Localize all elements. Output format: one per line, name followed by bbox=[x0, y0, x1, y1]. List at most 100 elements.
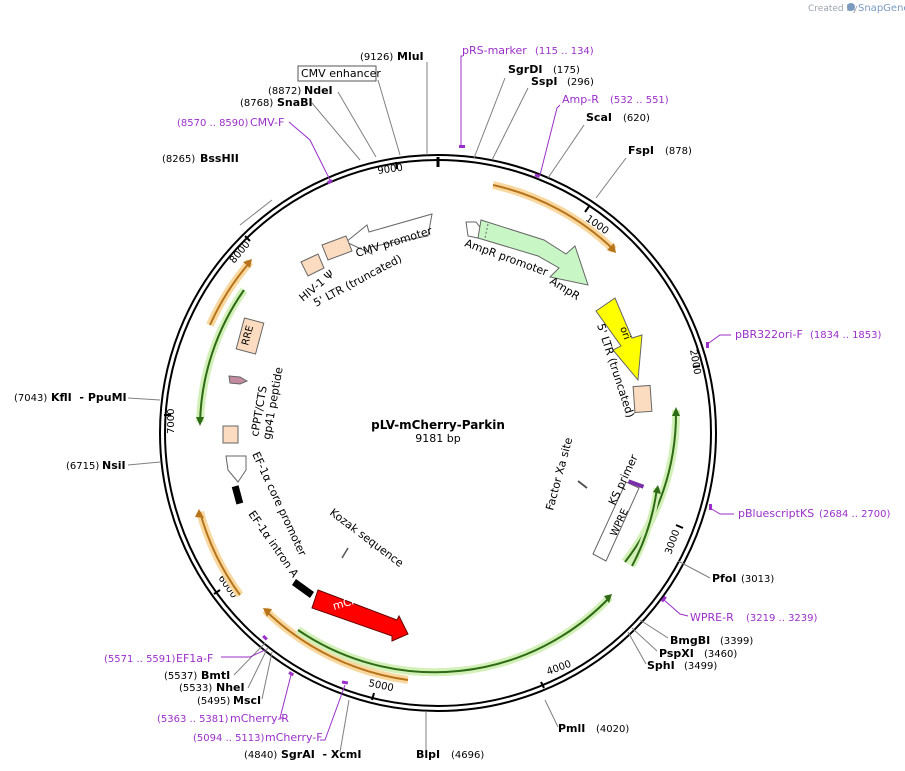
ef1a-core-arrow bbox=[225, 455, 247, 483]
tick-6000 bbox=[213, 589, 221, 595]
site-pos-sspi: (296) bbox=[567, 77, 594, 88]
primer-bar-cmv-f bbox=[326, 179, 333, 185]
tick-4000 bbox=[540, 681, 545, 689]
primer-labels: pRS-marker (115 .. 134) Amp-R (532 .. 55… bbox=[104, 44, 891, 744]
primer-name-amp-r: Amp-R bbox=[562, 93, 599, 106]
cmv-enhancer-box bbox=[297, 65, 377, 82]
primer-name-mcherry-r: mCherry-R bbox=[230, 712, 289, 725]
kozak-label: Kozak sequence bbox=[327, 506, 406, 570]
cppt-box bbox=[222, 425, 239, 444]
site-pos-snabi: (8768) bbox=[240, 98, 273, 109]
site-name-mlui: MluI bbox=[397, 50, 424, 63]
orf-arc-3-head bbox=[195, 509, 204, 518]
orf-arc-4-head bbox=[243, 259, 252, 268]
site-pos-msci: (5495) bbox=[197, 696, 230, 707]
tick-2000 bbox=[692, 365, 701, 368]
ef1a-intron-bar bbox=[292, 579, 314, 598]
site-name-snabi: SnaBI bbox=[277, 96, 313, 109]
primer-name-cmv-f: CMV-F bbox=[250, 116, 284, 129]
tick-label-9000: 9000 bbox=[377, 163, 404, 177]
primer-bar-pbluescriptks bbox=[709, 504, 712, 510]
site-pos-sgrai: (4840) bbox=[244, 750, 277, 761]
tick-label-5000: 5000 bbox=[367, 678, 394, 694]
primer-bar-amp-r bbox=[534, 173, 541, 178]
tick-label-3000: 3000 bbox=[663, 528, 682, 556]
green-arc-3 bbox=[631, 487, 658, 567]
kozak-marker bbox=[341, 547, 349, 559]
primer-name-wpre-r: WPRE-R bbox=[690, 611, 734, 624]
primer-leaders bbox=[221, 55, 734, 741]
primer-range-cmv-f: (8570 .. 8590) bbox=[177, 118, 249, 129]
orf-arcs bbox=[195, 181, 617, 684]
tick-label-7000: 7000 bbox=[166, 409, 177, 434]
credit-text: Created by bbox=[808, 4, 858, 14]
rre-label: RRE bbox=[240, 324, 256, 346]
site-pos-kfli: (7043) bbox=[14, 393, 47, 404]
primer-range-wpre-r: (3219 .. 3239) bbox=[746, 613, 818, 624]
site-name-pmli: PmlI bbox=[558, 722, 585, 735]
primer-bar-mcherry-f bbox=[341, 680, 349, 685]
site-pos-pmli: (4020) bbox=[596, 724, 629, 735]
site-name-nhei: NheI bbox=[216, 681, 245, 694]
site-pos-fspi: (878) bbox=[665, 146, 692, 157]
tick-1000 bbox=[584, 204, 591, 213]
site-name-pfoi: PfoI bbox=[712, 572, 737, 585]
site-name-sphi: SphI bbox=[647, 659, 675, 672]
green-arc-4-head bbox=[196, 417, 204, 426]
features bbox=[222, 213, 653, 642]
primer-range-pbluescriptks: (2684 .. 2700) bbox=[819, 509, 891, 520]
ori-arrow bbox=[595, 297, 643, 382]
primer-range-mcherry-r: (5363 .. 5381) bbox=[157, 714, 229, 725]
credit-brand: SnapGene bbox=[858, 3, 905, 14]
site-pos-bsshii: (8265) bbox=[162, 154, 195, 165]
cmv-promoter-arrow bbox=[345, 213, 433, 255]
factor-xa-marker bbox=[577, 480, 588, 489]
site-pos-sgrdi: (175) bbox=[553, 65, 580, 76]
tick-5000 bbox=[371, 692, 375, 701]
site-name-pspxi: PspXI bbox=[659, 647, 694, 660]
plasmid-size: 9181 bp bbox=[415, 432, 460, 445]
green-arc-4-glow bbox=[196, 287, 248, 423]
ltr-truncated-box bbox=[632, 384, 653, 414]
primer-bar-pbr322ori bbox=[706, 342, 709, 348]
primer-name-mcherry-f: mCherry-F bbox=[265, 731, 323, 744]
site-name-sgrdi: SgrDI bbox=[508, 63, 542, 76]
site-name-bmgbi: BmgBI bbox=[670, 634, 710, 647]
site-pos-mlui: (9126) bbox=[360, 52, 393, 63]
site-name-kfli-ppumi: KflI - PpuMI bbox=[51, 391, 127, 404]
site-pos-scai: (620) bbox=[623, 113, 650, 124]
orf-arc-1 bbox=[492, 184, 615, 251]
green-arc-2-head bbox=[672, 407, 680, 416]
tick-label-2000: 2000 bbox=[687, 349, 702, 376]
primer-name-prs-marker: pRS-marker bbox=[462, 44, 527, 57]
primer-range-amp-r: (532 .. 551) bbox=[610, 95, 669, 106]
ks-primer-bar bbox=[627, 479, 645, 489]
green-arcs bbox=[196, 287, 681, 677]
site-leaders bbox=[127, 62, 711, 753]
primer-bar-ef1a-f bbox=[262, 634, 268, 641]
orf-arc-1-head bbox=[607, 243, 616, 253]
site-pos-pspxi: (3460) bbox=[704, 649, 737, 660]
rre-box bbox=[235, 317, 265, 355]
site-name-sspi: SspI bbox=[531, 75, 557, 88]
site-name-bsshii: BssHII bbox=[200, 152, 239, 165]
green-arc-1-head bbox=[604, 594, 612, 603]
site-pos-nsii: (6715) bbox=[66, 461, 99, 472]
restriction-sites: (9126) MluI SgrDI (175) SspI (296) ScaI … bbox=[14, 50, 774, 761]
primer-range-prs-marker: (115 .. 134) bbox=[535, 46, 594, 57]
primer-range-pbr322ori: (1834 .. 1853) bbox=[810, 330, 882, 341]
plasmid-title: pLV-mCherry-Parkin bbox=[371, 418, 505, 432]
ltr5-box bbox=[321, 235, 353, 261]
site-name-fspi: FspI bbox=[628, 144, 654, 157]
tick-label-4000: 4000 bbox=[545, 659, 573, 678]
tick-8000 bbox=[244, 235, 251, 242]
site-name-sgrai-xcmi: SgrAI - XcmI bbox=[281, 748, 361, 761]
site-name-ndei: NdeI bbox=[304, 84, 333, 97]
ampr-arrow bbox=[477, 219, 589, 286]
site-pos-blpi: (4696) bbox=[451, 750, 484, 761]
site-pos-bmgbi: (3399) bbox=[720, 636, 753, 647]
primer-bar-mcherry-r bbox=[288, 671, 295, 677]
site-pos-bmti: (5537) bbox=[164, 671, 197, 682]
site-name-nsii: NsiI bbox=[102, 459, 126, 472]
site-name-bmti: BmtI bbox=[201, 669, 230, 682]
